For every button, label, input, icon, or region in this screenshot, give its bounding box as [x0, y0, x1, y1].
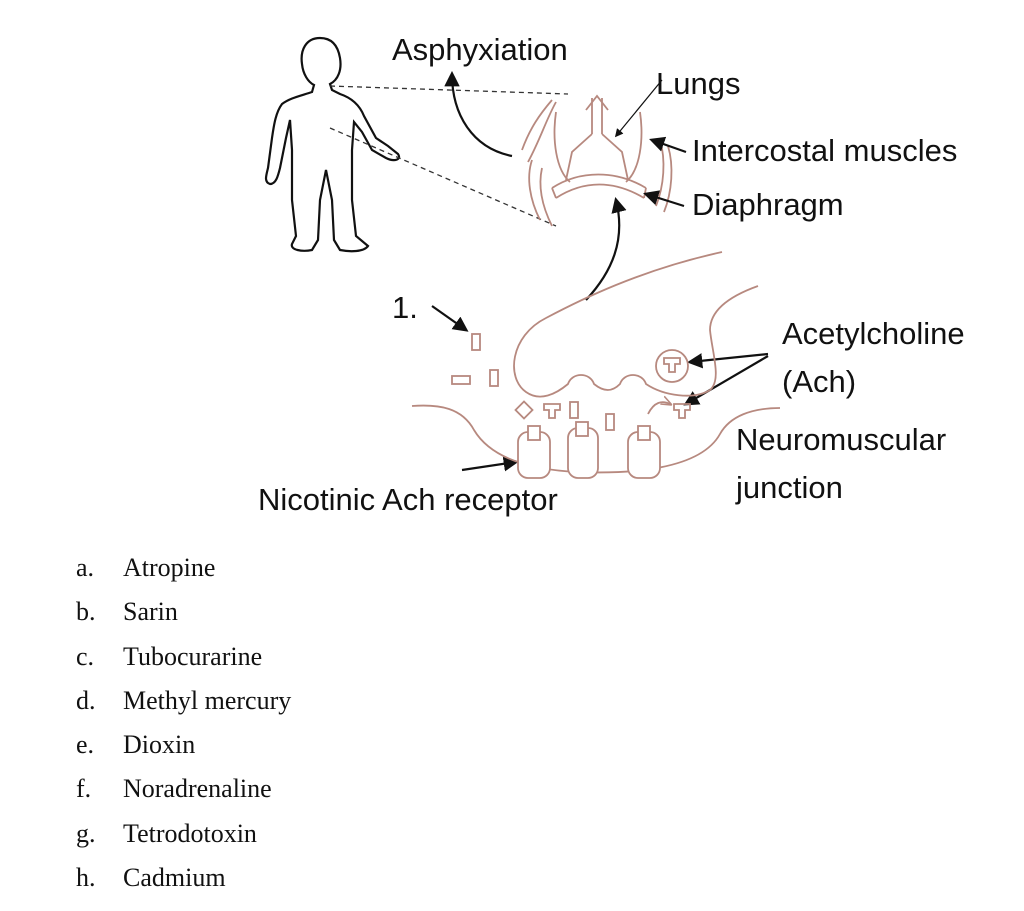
option-b: b. Sarin: [76, 590, 291, 634]
option-letter: d.: [76, 685, 96, 715]
option-e: e. Dioxin: [76, 723, 291, 767]
option-letter: g.: [76, 818, 96, 848]
label-intercostal-muscles: Intercostal muscles: [692, 133, 957, 168]
neuromuscular-diagram: Asphyxiation Lungs Intercostal muscles D…: [258, 32, 965, 517]
option-text: Sarin: [123, 597, 178, 627]
label-nicotinic-receptor: Nicotinic Ach receptor: [258, 482, 558, 517]
option-c: c. Tubocurarine: [76, 635, 291, 679]
option-letter: b.: [76, 597, 96, 627]
thorax-lungs-icon: [521, 94, 673, 227]
label-marker-1: 1.: [392, 290, 418, 325]
label-ach: (Ach): [782, 364, 856, 399]
option-text: Tubocurarine: [123, 641, 263, 671]
option-f: f. Noradrenaline: [76, 767, 291, 811]
label-acetylcholine: Acetylcholine: [782, 316, 965, 351]
option-letter: h.: [76, 863, 96, 893]
molecules: [451, 333, 691, 431]
label-neuromuscular: Neuromuscular: [736, 422, 946, 457]
option-a: a. Atropine: [76, 546, 291, 590]
option-text: Methyl mercury: [123, 685, 292, 715]
label-diaphragm: Diaphragm: [692, 187, 844, 222]
answer-options: a. Atropine b. Sarin c. Tubocurarine d. Meth…: [76, 546, 291, 900]
option-h: h. Cadmium: [76, 856, 291, 900]
option-letter: e.: [76, 730, 95, 760]
option-letter: a.: [76, 553, 95, 582]
option-text: Noradrenaline: [123, 774, 272, 804]
option-g: g. Tetrodotoxin: [76, 812, 291, 856]
option-text: Dioxin: [123, 730, 196, 760]
label-junction: junction: [735, 470, 843, 505]
option-text: Cadmium: [123, 863, 226, 893]
arrows-upper: [431, 70, 769, 472]
zoom-lines: [329, 85, 569, 227]
option-text: Tetrodotoxin: [123, 818, 257, 848]
option-letter: c.: [76, 641, 95, 671]
label-asphyxiation: Asphyxiation: [392, 32, 568, 67]
nicotinic-receptors: [517, 421, 661, 479]
human-silhouette-icon: [264, 36, 401, 253]
option-letter: f.: [76, 774, 92, 804]
nerve-terminal: [513, 251, 759, 398]
label-lungs: Lungs: [656, 66, 740, 101]
option-d: d. Methyl mercury: [76, 679, 291, 723]
option-text: Atropine: [123, 553, 216, 582]
